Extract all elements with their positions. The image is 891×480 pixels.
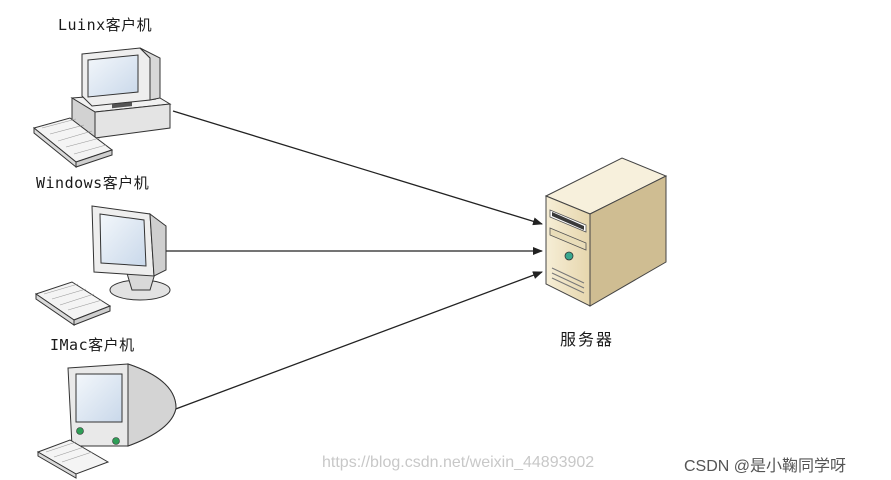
linux-client-label: Luinx客户机 bbox=[58, 16, 153, 34]
imac-client-label: IMac客户机 bbox=[50, 336, 135, 354]
watermark-url: https://blog.csdn.net/weixin_44893902 bbox=[322, 454, 595, 471]
server-tower-icon bbox=[544, 157, 668, 307]
server-label: 服务器 bbox=[560, 330, 615, 349]
csdn-attribution: CSDN @是小鞠同学呀 bbox=[684, 458, 847, 475]
edge-linux-to-server bbox=[172, 110, 543, 226]
edge-imac-to-server bbox=[172, 271, 543, 411]
linux-desktop-tower-icon bbox=[32, 47, 172, 169]
imac-computer-icon bbox=[36, 363, 177, 479]
windows-client-label: Windows客户机 bbox=[36, 174, 150, 192]
windows-crt-monitor-icon bbox=[34, 205, 171, 326]
